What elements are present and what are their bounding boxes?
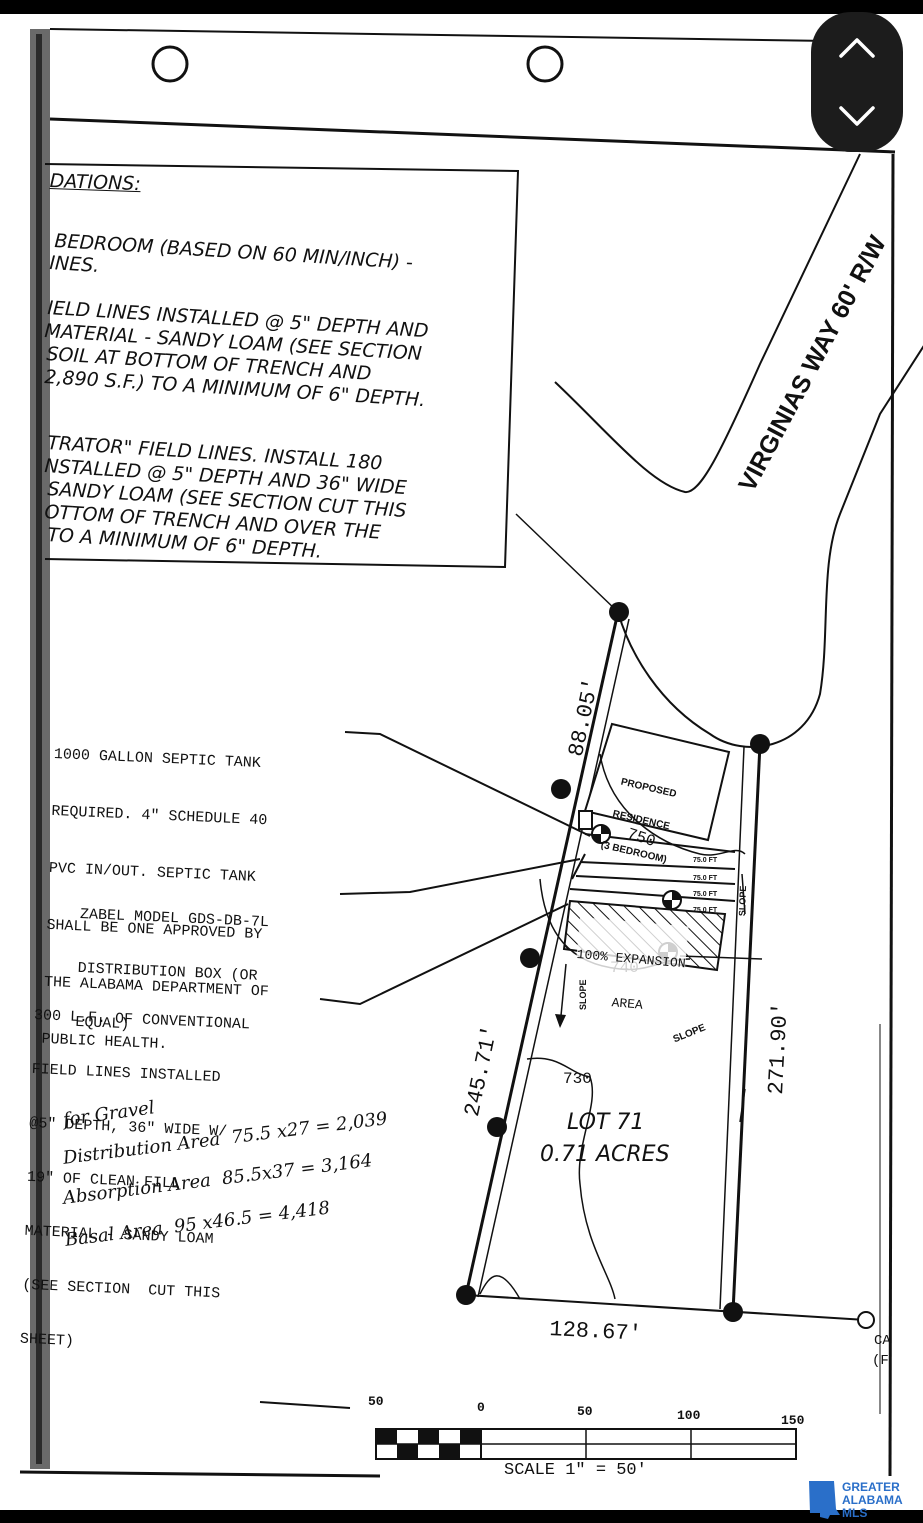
chevron-up-icon xyxy=(839,38,875,58)
punch-hole xyxy=(526,45,564,83)
page-navigator xyxy=(811,12,903,152)
scale-tick: 50 xyxy=(577,1404,593,1419)
punch-hole xyxy=(151,45,189,83)
logo-line: GREATER xyxy=(842,1480,900,1494)
survey-markers xyxy=(456,602,770,1322)
expansion-label-line: AREA xyxy=(611,995,644,1013)
lot-line-bottom xyxy=(465,1294,867,1321)
logo-text: GREATER ALABAMA MLS xyxy=(842,1481,903,1520)
lot-number: LOT 71 xyxy=(567,1110,645,1135)
logo-line: MLS xyxy=(842,1506,868,1520)
lot-line-right xyxy=(731,743,762,1313)
notes-box xyxy=(44,163,520,569)
plat-drawing xyxy=(0,14,923,1510)
notes-heading: DATIONS: xyxy=(49,170,142,196)
edge-text: CA xyxy=(874,1333,891,1349)
dimension-bottom: 128.67' xyxy=(548,1317,643,1347)
scale-tick: 50 xyxy=(368,1394,384,1409)
next-page-button[interactable] xyxy=(811,82,903,152)
contour-730: 730 xyxy=(563,1070,592,1088)
lot-line-left xyxy=(464,611,620,1296)
slope-label: SLOPE xyxy=(737,885,749,917)
callout-line: FIELD LINES INSTALLED xyxy=(31,1060,221,1087)
lot-acreage: 0.71 ACRES xyxy=(540,1142,670,1167)
chevron-down-icon xyxy=(839,106,875,126)
callout-line: REQUIRED. 4" SCHEDULE 40 xyxy=(51,802,268,830)
residence-footprint xyxy=(583,722,731,842)
offsite-marker xyxy=(857,1311,875,1329)
callout-line: 1000 GALLON SEPTIC TANK xyxy=(53,745,262,772)
trench-length: 75.0 FT xyxy=(693,891,718,898)
residence-label-line: PROPOSED xyxy=(619,776,678,801)
scale-tick: 100 xyxy=(677,1408,701,1423)
scale-tick: 150 xyxy=(781,1413,805,1428)
septic-tank-symbol xyxy=(578,810,593,830)
state-outline-icon xyxy=(809,1481,840,1519)
logo-line: ALABAMA xyxy=(842,1493,903,1507)
dimension-right: 271.90' xyxy=(764,1001,794,1096)
scale-tick: 0 xyxy=(477,1400,485,1415)
callout-line: SHEET) xyxy=(19,1330,75,1350)
plat-sheet: DATIONS: BEDROOM (BASED ON 60 MIN/INCH) … xyxy=(0,14,923,1510)
callout-line: (SEE SECTION CUT THIS xyxy=(21,1276,221,1303)
road-edge xyxy=(554,153,861,494)
scale-bar xyxy=(375,1428,797,1460)
previous-page-button[interactable] xyxy=(811,12,903,82)
trench-length: 75.0 FT xyxy=(693,875,718,882)
callout-line: ZABEL MODEL GDS-DB-7L xyxy=(79,905,270,932)
mls-logo: GREATER ALABAMA MLS xyxy=(804,1477,922,1523)
trench-length: 75.0 FT xyxy=(693,907,718,914)
notes-line: INES. xyxy=(48,252,100,278)
slope-label: SLOPE xyxy=(578,979,588,1010)
cul-de-sac xyxy=(617,345,923,748)
trench-length: 75.0 FT xyxy=(693,857,718,864)
scale-label: SCALE 1" = 50' xyxy=(504,1461,647,1480)
edge-text: (F xyxy=(872,1353,889,1369)
expansion-label-line: 100% EXPANSION xyxy=(576,946,687,972)
callout-line: 300 L.F. OF CONVENTIONAL xyxy=(33,1006,251,1034)
